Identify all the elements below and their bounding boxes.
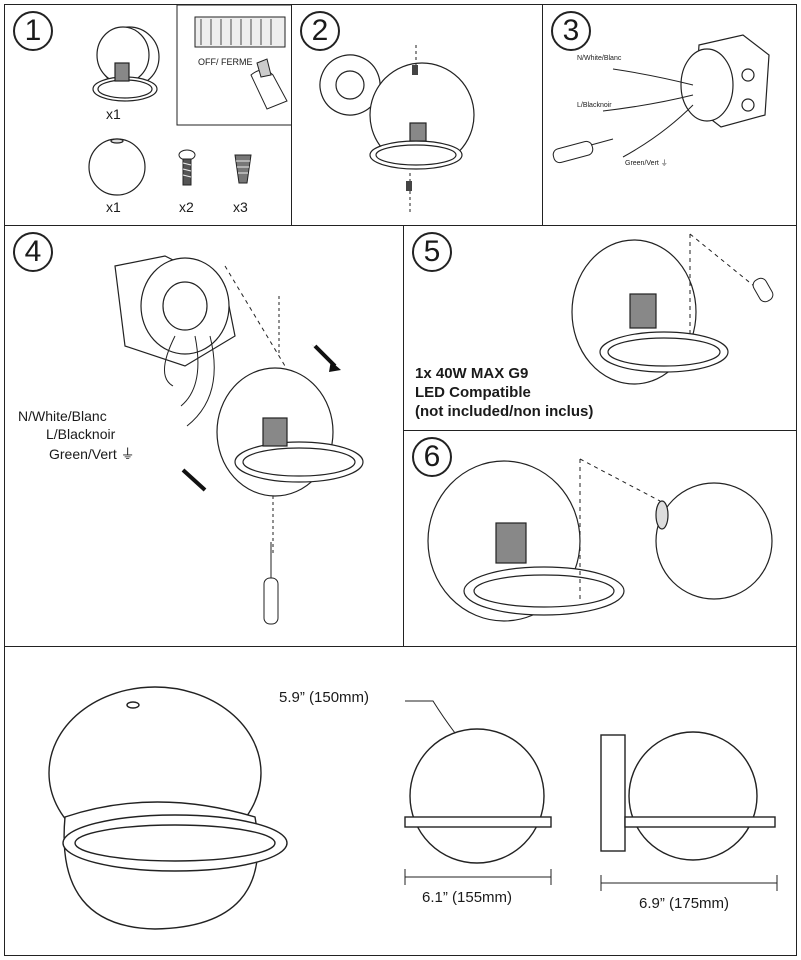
width-label: 6.1” (155mm) [422,889,513,906]
globe-qty: x1 [106,199,121,215]
fixture-part [92,26,160,102]
step-2-panel: 2 [291,4,543,226]
perspective-view [48,686,288,930]
step-5-number: 5 [412,232,452,272]
step-3-number: 3 [551,11,591,51]
bulb-spec-line2: LED Compatible [415,384,531,401]
glass-globe-part [88,138,146,196]
step-5-bulb-illustration [571,233,774,385]
wire-neutral-label-3: N/White/Blanc [577,55,622,62]
bulb-spec-line1: 1x 40W MAX G9 [415,365,529,382]
step-1-number: 1 [13,11,53,51]
connectors-qty: x3 [233,199,248,215]
breaker-inset [176,4,294,126]
step-2-mount-illustration [319,45,475,215]
front-view [404,728,552,864]
step-6-number: 6 [412,437,452,477]
globe-diameter-label: 5.9” (150mm) [279,689,370,706]
switch-off-label: OFF/ FERME [198,57,253,67]
step-3-junction-box-illustration [552,34,770,164]
step-3-panel: 3 N/White/Blanc L/Blacknoir Green/Vert ⏚ [542,4,797,226]
arrow-up-left [181,468,207,492]
bulb-spec-line3: (not included/non inclus) [415,403,594,420]
side-view [600,731,776,861]
wire-line-label-4: L/Blacknoir [46,426,116,442]
screwdriver [552,138,614,164]
dimensions-panel: 5.9” (150mm) 6.1” (155mm) 6.9” (175mm) [4,646,797,956]
glass-globe-6 [655,482,773,600]
screws-qty: x2 [179,199,194,215]
step-1-panel: 1 [4,4,294,226]
depth-label: 6.9” (175mm) [639,895,730,912]
g9-bulb [752,277,774,303]
step-4-wiring-illustration [114,255,364,625]
wire-neutral-label-4: N/White/Blanc [18,408,107,424]
step-2-number: 2 [300,11,340,51]
wire-ground-label-4: Green/Vert ⏚ [49,446,135,462]
fixture-qty: x1 [106,106,121,122]
wire-ground-label-3: Green/Vert ⏚ [625,160,668,167]
dimensions-illustration [48,686,778,930]
screw-part [178,149,196,186]
step-4-panel: 4 N/White/Blanc L/Blacknoi [4,225,404,647]
screwdriver-4 [263,542,279,625]
step-6-panel: 6 [403,430,797,647]
step-4-number: 4 [13,232,53,272]
arrow-up-right [311,344,341,372]
wire-connector-part [234,154,252,184]
step-1-parts-illustration [88,4,294,196]
step-6-globe-illustration [427,458,773,622]
step-5-panel: 5 1x 40W MAX G9 LED Compatible (not incl… [403,225,797,431]
wire-line-label-3: L/Blacknoir [577,102,612,109]
